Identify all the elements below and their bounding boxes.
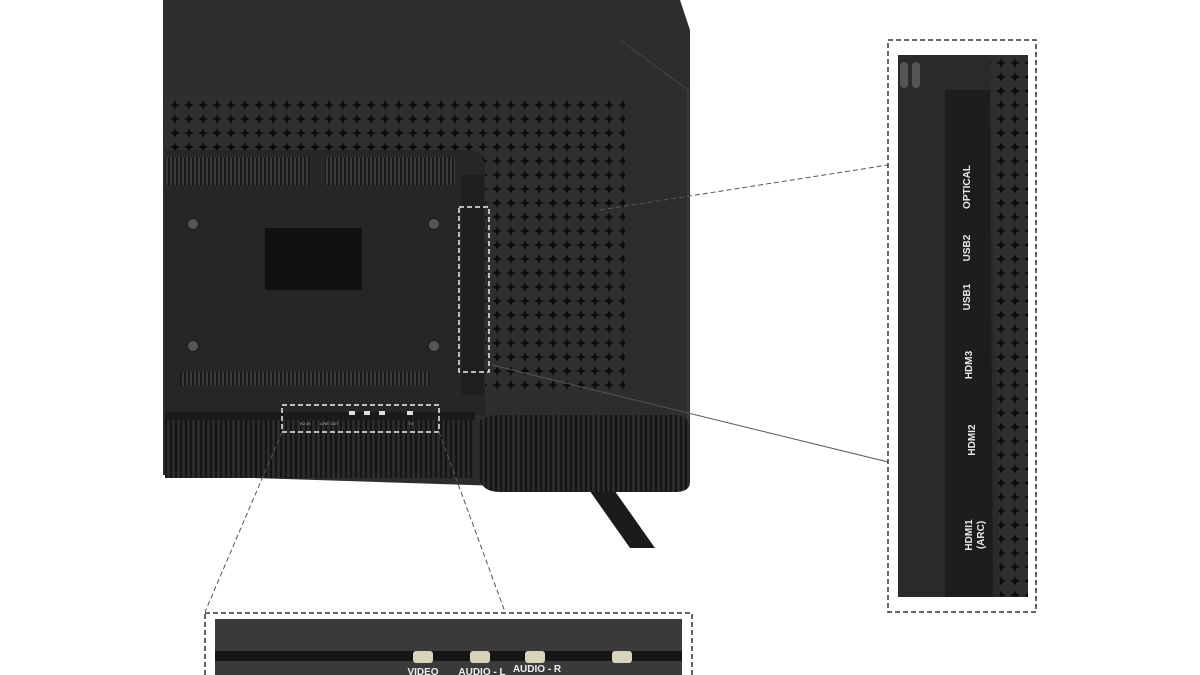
bottom-ports-small: RJ 45 LINE OUT TV	[300, 411, 413, 426]
optical-label: OPTICAL	[962, 165, 973, 209]
usb1-label: USB1	[962, 283, 973, 310]
line-out-label: LINE OUT	[320, 421, 339, 426]
tv-label: TV	[408, 421, 413, 426]
callout-leader-lines	[204, 164, 889, 613]
hdmi2-label: HDMI2	[967, 424, 978, 456]
tv-body	[163, 0, 690, 548]
mount-screws	[186, 217, 441, 353]
label-plate	[265, 228, 362, 290]
side-ports-highlight	[458, 206, 490, 373]
usb2-label: USB2	[962, 234, 973, 261]
video-label: VIDEO	[407, 667, 438, 675]
arc-label: (ARC)	[976, 521, 987, 549]
audio-r-label: AUDIO - R	[513, 664, 562, 675]
side-ports-callout: OPTICAL USB2 USB1 HDM3 HDMI2 HDMI1 (ARC)	[887, 39, 1037, 613]
audio-l-label: AUDIO - L	[458, 667, 505, 675]
hdmi3-label: HDM3	[964, 350, 975, 379]
rj45-label: RJ 45	[300, 421, 311, 426]
hdmi1-label: HDMI1	[964, 519, 975, 551]
bottom-ports-highlight	[281, 404, 440, 433]
bottom-ports-callout: VIDEO AUDIO - L AUDIO - R	[204, 612, 693, 675]
